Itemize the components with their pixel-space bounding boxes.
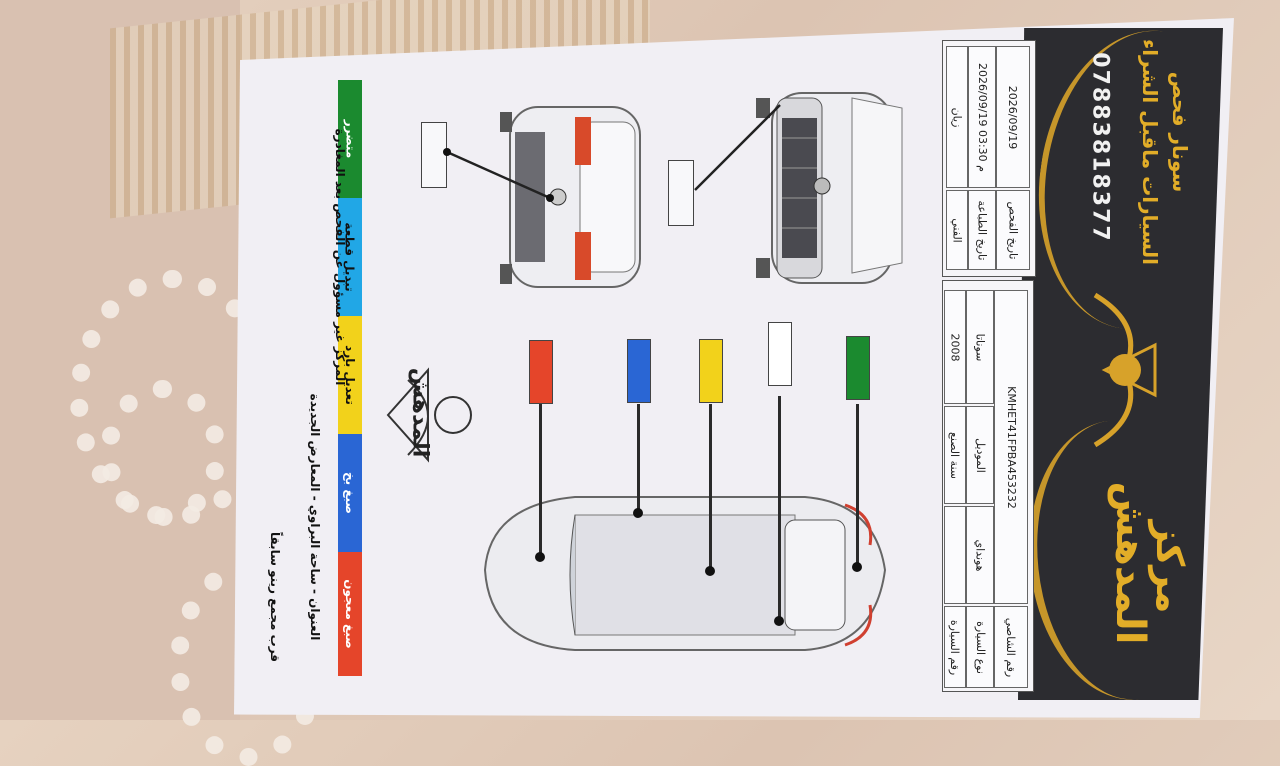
car-type-value: هونداي (966, 506, 994, 604)
green-swatch (846, 336, 870, 400)
stamp-logo-text: المدهش (407, 367, 433, 458)
legend-part-replaced: تبديل قطعة (338, 198, 362, 316)
technician-label: الفني (946, 190, 968, 270)
yellow-swatch (699, 339, 723, 403)
service-title-line2: السيارات ماقبل الشراء (1138, 38, 1162, 266)
car-front-view (756, 92, 903, 284)
chassis-value: KMHET41FPBA453232 (994, 290, 1028, 604)
year-label: سنة الصنع (944, 406, 966, 504)
model-value: سوناتا (966, 290, 994, 404)
inspection-date-value: 2026/09/19 (996, 46, 1030, 188)
white-swatch (768, 322, 792, 386)
disclaimer-text: المركز غير مسؤول عن الفحص بعد المغادرة (333, 128, 347, 386)
legend-damaged: متضرر (338, 80, 362, 198)
address-line: العنوان - ساحة البراوي - المعارض الجديدة (308, 393, 322, 641)
address-line-2: قرب مجمع رينو سابقاً (268, 531, 282, 663)
yellow-pin-dot (705, 566, 715, 576)
inspection-date-label: تاريخ الفحص (996, 190, 1030, 270)
red-swatch (529, 340, 553, 404)
print-date-value: 2026/09/19 03:30 م (968, 46, 996, 188)
red-pin-dot (535, 552, 545, 562)
legend-cold-repair: تعديل بارد (338, 316, 362, 434)
yellow-pin-line (709, 404, 712, 570)
car-rear-view (500, 106, 641, 288)
business-name-line1: مركز (1148, 520, 1192, 614)
chassis-label: رقم الشاصي (994, 606, 1028, 688)
car-type-label: نوع السيارة (966, 606, 994, 688)
car-top-view (483, 496, 887, 651)
business-name-line2: المدهش (1107, 481, 1153, 645)
front-marker-box (668, 160, 694, 226)
phone-number: 07883818377 (1087, 52, 1113, 243)
blue-pin-line (637, 404, 640, 512)
plate-label: رقم السيارة (944, 606, 966, 688)
legend-spray-paint: صبغ بخ (338, 434, 362, 552)
red-pin-line (539, 404, 542, 556)
stamp-logo (386, 367, 472, 463)
legend-putty-paint: صبغ معجون (338, 552, 362, 676)
green-pin-line (856, 404, 859, 566)
model-label: الموديل (966, 406, 994, 504)
plate-value (944, 506, 966, 604)
technician-value: زيان (946, 46, 968, 188)
business-logo-emblem (1093, 292, 1157, 448)
print-date-label: تاريخ الطباعة (968, 190, 996, 270)
blue-pin-dot (633, 508, 643, 518)
rear-marker-box (421, 122, 447, 188)
white-pin-line (778, 396, 781, 620)
marker-lines (443, 104, 781, 202)
green-pin-dot (852, 562, 862, 572)
year-value: 2008 (944, 290, 966, 404)
service-title-line1: سونار فحص (1168, 71, 1192, 193)
white-pin-dot (774, 616, 784, 626)
fabric-swirl (100, 380, 226, 526)
blue-swatch (627, 339, 651, 403)
